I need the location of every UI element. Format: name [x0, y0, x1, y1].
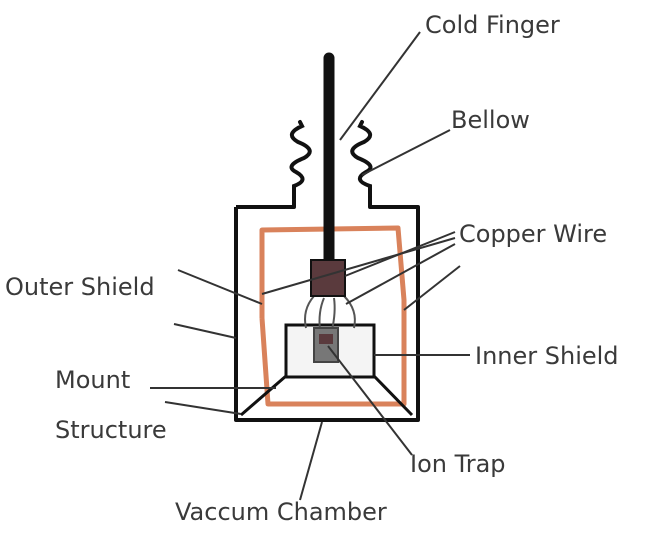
label-outer-shield: Outer Shield	[5, 273, 155, 301]
leader-outer-shield	[177, 269, 263, 305]
vacuum-chamber-outline	[234, 196, 420, 422]
leader-bellow	[361, 129, 451, 176]
label-ion-trap: Ion Trap	[410, 450, 506, 478]
label-cold-finger: Cold Finger	[425, 11, 560, 39]
bellow-right	[350, 120, 373, 198]
label-inner-shield: Inner Shield	[475, 342, 619, 370]
leader-vacuum-chamber	[299, 421, 323, 501]
label-vaccum-chamber: Vaccum Chamber	[175, 498, 387, 526]
leader-ion-trap	[327, 345, 413, 456]
ion-trap-core	[319, 334, 333, 344]
copper-wires	[304, 295, 356, 331]
label-bellow: Bellow	[451, 106, 530, 134]
leader-vacuum-wall	[173, 323, 237, 339]
leader-structure	[164, 401, 242, 415]
leader-copper-wire-3	[345, 243, 456, 305]
label-mount: Mount	[55, 366, 130, 394]
bellow-left	[289, 120, 312, 198]
label-structure: Structure	[55, 416, 167, 444]
label-copper-wire: Copper Wire	[459, 220, 607, 248]
leader-copper-wire-4	[403, 265, 461, 311]
leader-cold-finger	[339, 31, 421, 141]
outer-shield	[259, 225, 407, 407]
leader-copper-wire-2	[261, 237, 456, 295]
leader-lines	[150, 31, 470, 501]
ion-trap	[313, 327, 339, 363]
